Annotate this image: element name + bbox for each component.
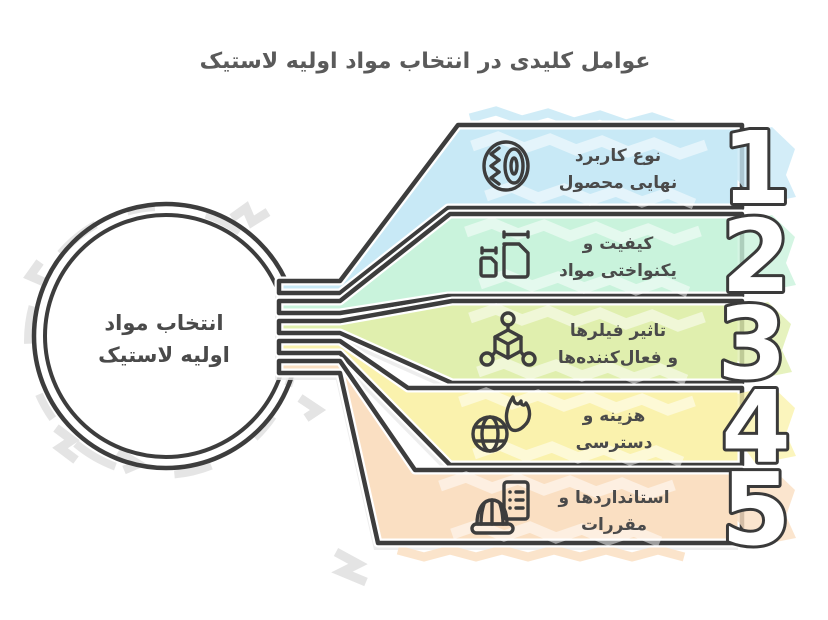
banner-label-line1: تاثیر فیلرها <box>570 321 666 341</box>
banner-label-line2: دسترسی <box>576 433 653 453</box>
number-backdrop <box>737 386 796 464</box>
number-backdrop <box>737 215 796 293</box>
banner-2: 2 کیفیت و یکنواختی مواد <box>274 195 796 320</box>
number-backdrop <box>733 302 792 380</box>
banner-5: 5 استانداردها و مقررات <box>274 356 796 571</box>
background-texture <box>23 201 368 587</box>
banner-label-line2: و فعال‌کننده‌ها <box>558 348 678 368</box>
banner-label-line1: کیفیت و <box>582 234 654 254</box>
banner-label-line1: نوع کاربرد <box>575 146 661 166</box>
circle-outer-ring <box>31 201 301 471</box>
helmet-clipboard-icon <box>470 480 530 535</box>
banner-4: 4 هزینه و دسترسی <box>274 336 796 489</box>
number-backdrop <box>737 127 796 205</box>
circle-label-line1: انتخاب مواد <box>104 311 223 335</box>
banner-label-line2: نهایی محصول <box>559 173 677 193</box>
globe-flame-icon <box>471 395 532 453</box>
banner-number: 5 <box>721 451 791 568</box>
banner-label-line1: استانداردها و <box>557 488 669 508</box>
banner-label-line2: مقررات <box>581 515 647 535</box>
number-backdrop <box>737 468 796 546</box>
banner-fill <box>279 361 742 543</box>
tire-icon <box>482 140 530 192</box>
circle-label-line2: اولیه لاستیک <box>98 343 230 367</box>
banner-fill <box>279 125 742 293</box>
banner-number: 1 <box>721 110 791 227</box>
molecule-icon <box>479 311 537 367</box>
banner-1: 1 نوع کاربرد نهایی محصول <box>274 106 796 300</box>
page-title: عوامل کلیدی در انتخاب مواد اولیه لاستیک <box>200 49 651 74</box>
circle-inner-ring <box>43 213 289 459</box>
rubber-bales-icon <box>479 230 530 279</box>
banner-label-line2: یکنواختی مواد <box>559 261 677 281</box>
banner-label-line1: هزینه و <box>582 406 645 426</box>
